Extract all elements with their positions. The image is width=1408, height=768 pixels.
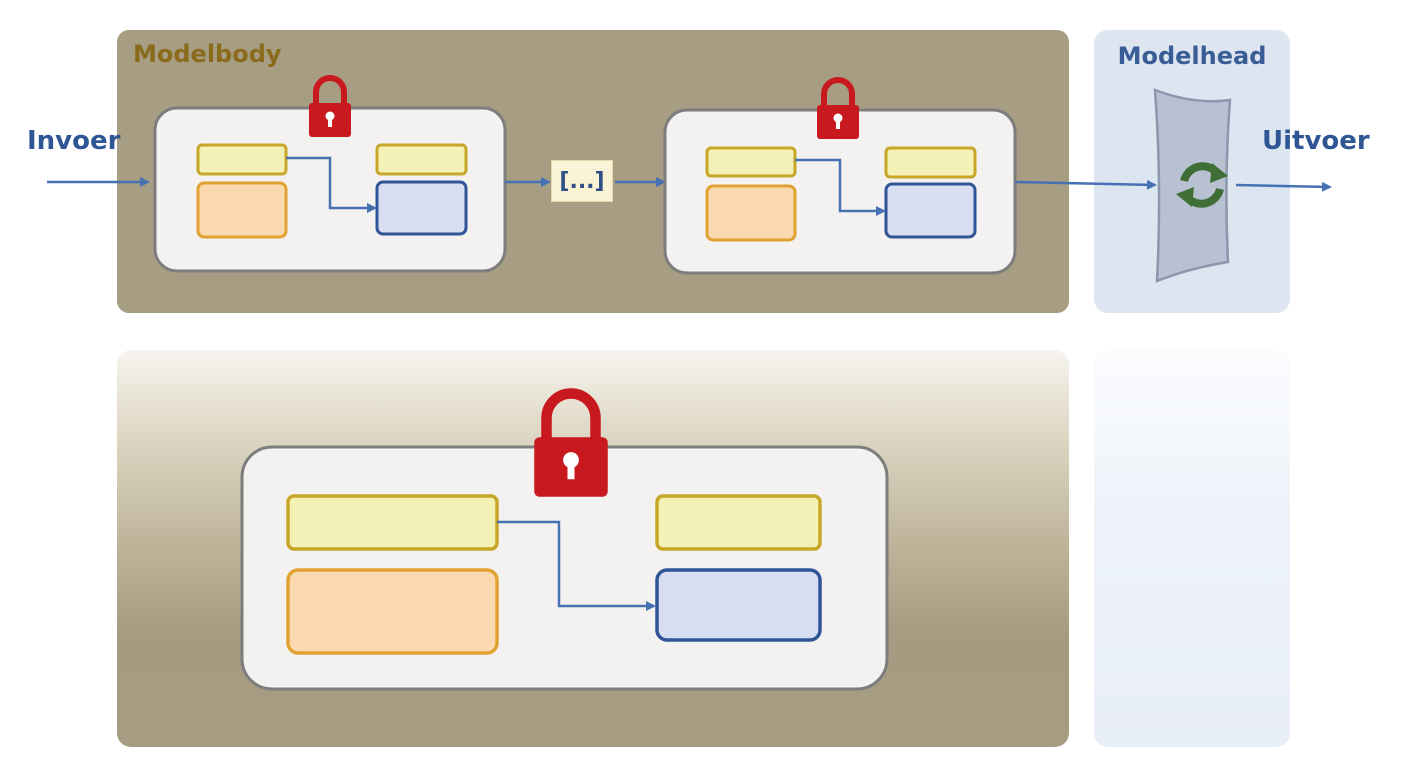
output-label: Uitvoer	[1262, 126, 1370, 156]
arrow-to-head	[1014, 179, 1157, 190]
zoom-yellow-top-right	[655, 494, 822, 551]
zoom-connector	[497, 520, 656, 611]
block2-blue-box	[884, 182, 977, 239]
modelhead-layer-shape	[1153, 88, 1232, 283]
block1-yellow-top-right	[375, 143, 468, 176]
refresh-icon	[1176, 162, 1228, 208]
lock-icon	[534, 394, 608, 497]
block1-connector	[286, 156, 377, 213]
input-label: Invoer	[27, 126, 121, 156]
block2-connector	[795, 158, 886, 216]
block2-yellow-top-right	[884, 146, 977, 179]
zoom-orange-box	[286, 568, 499, 655]
block2-orange-box	[705, 184, 797, 242]
modelhead-label: Modelhead	[1117, 42, 1267, 70]
zoom-blue-box	[655, 568, 822, 642]
modelbody-label: Modelbody	[133, 40, 282, 68]
output-arrow	[1235, 181, 1332, 192]
modelhead-zoom-panel	[1094, 350, 1290, 747]
block2-yellow-top-left	[705, 146, 797, 178]
lock-icon	[309, 78, 351, 137]
zoom-yellow-top-left	[286, 494, 499, 551]
block1-yellow-top-left	[196, 143, 288, 176]
block1-blue-box	[375, 180, 468, 236]
lock-icon	[817, 80, 859, 139]
block1-orange-box	[196, 181, 288, 239]
ellipsis-box: [...]	[551, 160, 613, 202]
